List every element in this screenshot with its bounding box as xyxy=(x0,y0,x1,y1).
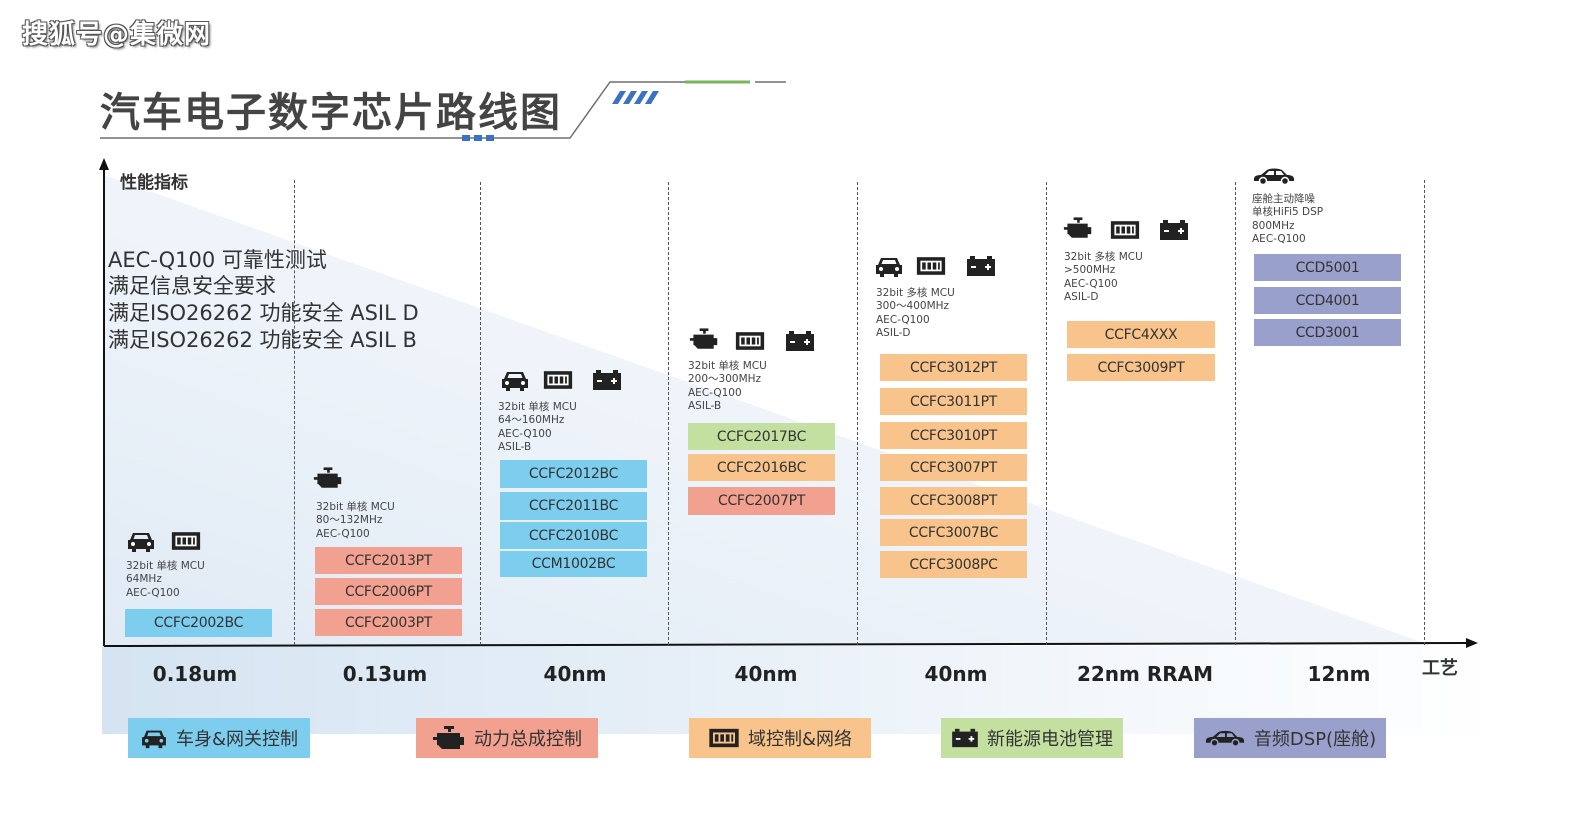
gateway-icon xyxy=(543,371,573,389)
gateway-icon xyxy=(1110,221,1140,239)
chip-ccfc2011bc: CCFC2011BC xyxy=(500,492,647,520)
page-title: 汽车电子数字芯片路线图 xyxy=(100,90,562,136)
chip-ccfc2002bc: CCFC2002BC xyxy=(125,609,272,637)
gateway-icon xyxy=(171,532,201,550)
y-axis-label: 性能指标 xyxy=(120,173,188,193)
engine-icon xyxy=(313,467,342,488)
sedan-icon xyxy=(1254,168,1294,186)
sedan-icon xyxy=(1205,730,1244,747)
requirement-asil-b: 满足ISO26262 功能安全 ASIL B xyxy=(108,328,417,352)
chip-ccfc3007pt: CCFC3007PT xyxy=(880,454,1027,481)
chip-ccfc2012bc: CCFC2012BC xyxy=(500,460,647,488)
chip-ccfc2010bc: CCFC2010BC xyxy=(500,522,647,549)
chip-ccfc3008pc: CCFC3008PC xyxy=(880,551,1027,578)
legend-label: 车身&网关控制 xyxy=(175,729,299,750)
chip-ccfc2013pt: CCFC2013PT xyxy=(315,547,462,574)
battery-icon xyxy=(593,370,621,390)
chip-ccfc2003pt: CCFC2003PT xyxy=(315,609,462,636)
chip-ccfc3007bc: CCFC3007BC xyxy=(880,519,1027,546)
process-label: 12nm xyxy=(1307,662,1371,686)
legend-label: 新能源电池管理 xyxy=(987,729,1113,750)
battery-icon xyxy=(952,728,978,748)
process-label: 40nm xyxy=(543,662,607,686)
legend-body-network: 车身&网关控制 xyxy=(128,718,310,758)
separator xyxy=(857,182,858,645)
battery-icon xyxy=(1160,220,1188,240)
battery-icon xyxy=(786,331,814,351)
chip-ccfc3011pt: CCFC3011PT xyxy=(880,388,1027,415)
process-label: 22nm RRAM xyxy=(1076,662,1214,686)
car-icon xyxy=(876,258,902,277)
legend-label: 域控制&网络 xyxy=(747,729,853,750)
chip-ccfc4xxx: CCFC4XXX xyxy=(1067,321,1215,348)
legend-audio-dsp: 音频DSP(座舱) xyxy=(1194,718,1386,758)
chip-ccfc2007pt: CCFC2007PT xyxy=(688,487,835,515)
legend-powertrain: 动力总成控制 xyxy=(416,718,598,758)
legend-battery: 新能源电池管理 xyxy=(941,718,1123,758)
watermark: 搜狐号@集微网 xyxy=(22,20,212,50)
separator xyxy=(1235,182,1236,645)
chip-ccfc3008pt: CCFC3008PT xyxy=(880,487,1027,515)
separator xyxy=(1424,180,1425,645)
chip-ccfc3009pt: CCFC3009PT xyxy=(1067,354,1215,381)
separator xyxy=(668,182,669,645)
chip-ccd4001: CCD4001 xyxy=(1254,287,1401,314)
gateway-icon xyxy=(916,257,946,275)
chip-ccfc3010pt: CCFC3010PT xyxy=(880,422,1027,449)
car-icon xyxy=(128,533,154,552)
chip-ccfc2006pt: CCFC2006PT xyxy=(315,578,462,605)
chip-ccfc2016bc: CCFC2016BC xyxy=(688,454,835,481)
separator xyxy=(480,182,481,645)
battery-icon xyxy=(967,256,995,276)
legend-label: 音频DSP(座舱) xyxy=(1253,729,1377,750)
chip-ccd5001: CCD5001 xyxy=(1254,254,1401,281)
process-label: 0.18um xyxy=(152,662,238,686)
chip-ccd3001: CCD3001 xyxy=(1254,319,1401,346)
engine-icon xyxy=(689,328,718,349)
car-icon xyxy=(502,372,528,391)
process-label: 0.13um xyxy=(342,662,428,686)
x-axis-label: 工艺 xyxy=(1422,658,1458,679)
requirement-asil-d: 满足ISO26262 功能安全 ASIL D xyxy=(108,301,419,325)
gateway-icon xyxy=(709,728,739,748)
chip-ccfc3012pt: CCFC3012PT xyxy=(880,354,1027,381)
process-label: 40nm xyxy=(924,662,988,686)
separator xyxy=(294,180,295,645)
chip-ccm1002bc: CCM1002BC xyxy=(500,551,647,577)
car-icon xyxy=(142,730,166,749)
legend-domain-network: 域控制&网络 xyxy=(689,718,871,758)
process-label: 40nm xyxy=(734,662,798,686)
engine-icon xyxy=(1063,217,1092,238)
requirement-aec: AEC-Q100 可靠性测试 xyxy=(108,248,327,272)
legend-label: 动力总成控制 xyxy=(474,729,582,750)
chip-ccfc2017bc: CCFC2017BC xyxy=(688,423,835,450)
gateway-icon xyxy=(735,332,765,350)
title-decoration xyxy=(100,80,786,141)
requirement-security: 满足信息安全要求 xyxy=(108,274,276,298)
engine-icon xyxy=(433,726,464,749)
separator xyxy=(1046,182,1047,645)
